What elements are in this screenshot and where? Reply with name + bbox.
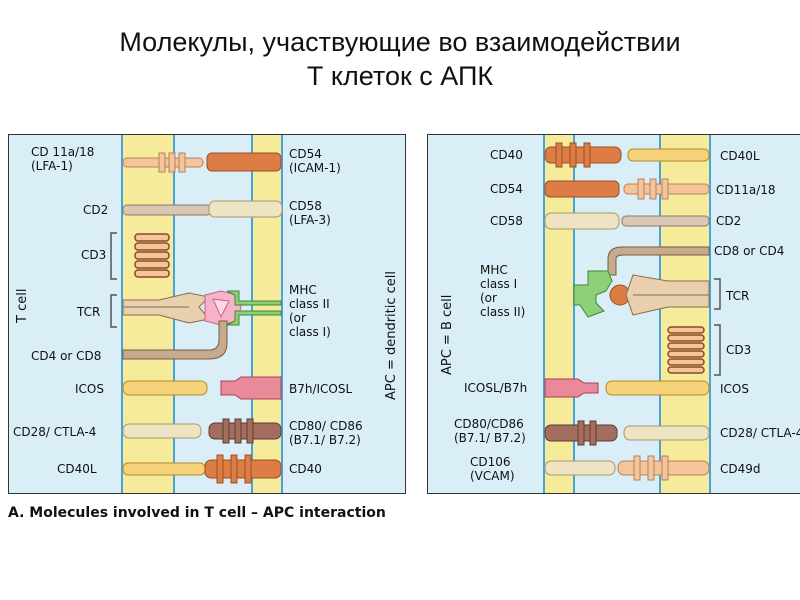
figure-caption: A. Molecules involved in T cell – APC in… (8, 505, 386, 521)
lfa1-icam1-pair (122, 152, 282, 173)
label-icos: ICOS (75, 382, 104, 396)
label-cd54: CD54(ICAM-1) (289, 147, 341, 175)
label-b7h-icosl: B7h/ICOSL (289, 382, 353, 396)
label-cd2: CD2 (83, 203, 109, 217)
mhc-class-i-molecule (573, 270, 631, 318)
label-cd3: CD3 (81, 248, 107, 262)
cd2-cd58-pair (122, 200, 283, 218)
label-cd8-or-cd4: CD8 or CD4 (714, 244, 785, 258)
label-cd58: CD58 (490, 214, 523, 228)
cd3-coils (134, 233, 170, 278)
label-cd2: CD2 (716, 214, 742, 228)
label-cd40: CD40 (490, 148, 523, 162)
tcr-molecule (625, 274, 710, 316)
label-cd40: CD40 (289, 462, 322, 476)
label-cd11a18: CD 11a/18(LFA-1) (31, 145, 95, 173)
cd80-cd28-pair (544, 420, 710, 446)
panel-a-diagram (110, 135, 283, 493)
icos-b7h-pair (122, 376, 282, 400)
tcr-bracket (110, 294, 117, 328)
label-icos: ICOS (720, 382, 749, 396)
apc-dendritic-label: APC = dendritic cell (384, 270, 399, 400)
t-cell-label: T cell (15, 288, 30, 323)
label-cd40l: CD40L (720, 149, 760, 163)
cd3-bracket (714, 324, 721, 376)
tcr-molecule (122, 292, 211, 324)
label-cd106: CD106(VCAM) (470, 455, 515, 483)
cd58-cd2-pair (544, 212, 710, 230)
slide-title-line-1: Молекулы, участвующие во взаимодействии (119, 27, 681, 57)
icosl-icos-pair (544, 378, 710, 398)
label-cd58: CD58(LFA-3) (289, 199, 331, 227)
mhc-class-ii-molecule (204, 290, 282, 326)
label-cd28-ctla4: CD28/ CTLA-4 (13, 425, 97, 439)
cd8-cd4-molecule (607, 246, 710, 276)
label-cd11a18: CD11a/18 (716, 183, 776, 197)
label-cd40l: CD40L (57, 462, 97, 476)
label-tcr: TCR (726, 289, 750, 303)
slide-title-line-2: Т клеток с АПК (306, 61, 494, 91)
label-tcr: TCR (77, 305, 101, 319)
panel-a-dendritic-cell: CD 11a/18(LFA-1) CD2 CD3 TCR CD4 or CD8 … (8, 134, 406, 494)
label-cd80-cd86: CD80/CD86(B7.1/ B7.2) (454, 417, 526, 445)
cd54-cd11a18-pair (544, 178, 710, 200)
label-cd54: CD54 (490, 182, 523, 196)
apc-b-cell-label: APC = B cell (440, 294, 455, 375)
cd28-cd80-pair (122, 418, 282, 444)
label-icosl-b7h: ICOSL/B7h (464, 381, 528, 395)
cd106-cd49d-pair (544, 455, 710, 481)
cd3-coils (667, 326, 705, 374)
label-cd80-cd86: CD80/ CD86(B7.1/ B7.2) (289, 419, 363, 447)
label-cd4-or-cd8: CD4 or CD8 (31, 349, 102, 363)
cd40-cd40l-pair (544, 142, 710, 168)
panel-b-diagram (543, 135, 721, 493)
tcr-bracket (714, 278, 721, 310)
cd4-cd8-molecule (122, 320, 228, 360)
label-cd3: CD3 (726, 343, 752, 357)
label-cd49d: CD49d (720, 462, 761, 476)
cd40l-cd40-pair (122, 454, 282, 484)
cd3-bracket (110, 232, 117, 280)
label-cd28-ctla4: CD28/ CTLA-4 (720, 426, 800, 440)
